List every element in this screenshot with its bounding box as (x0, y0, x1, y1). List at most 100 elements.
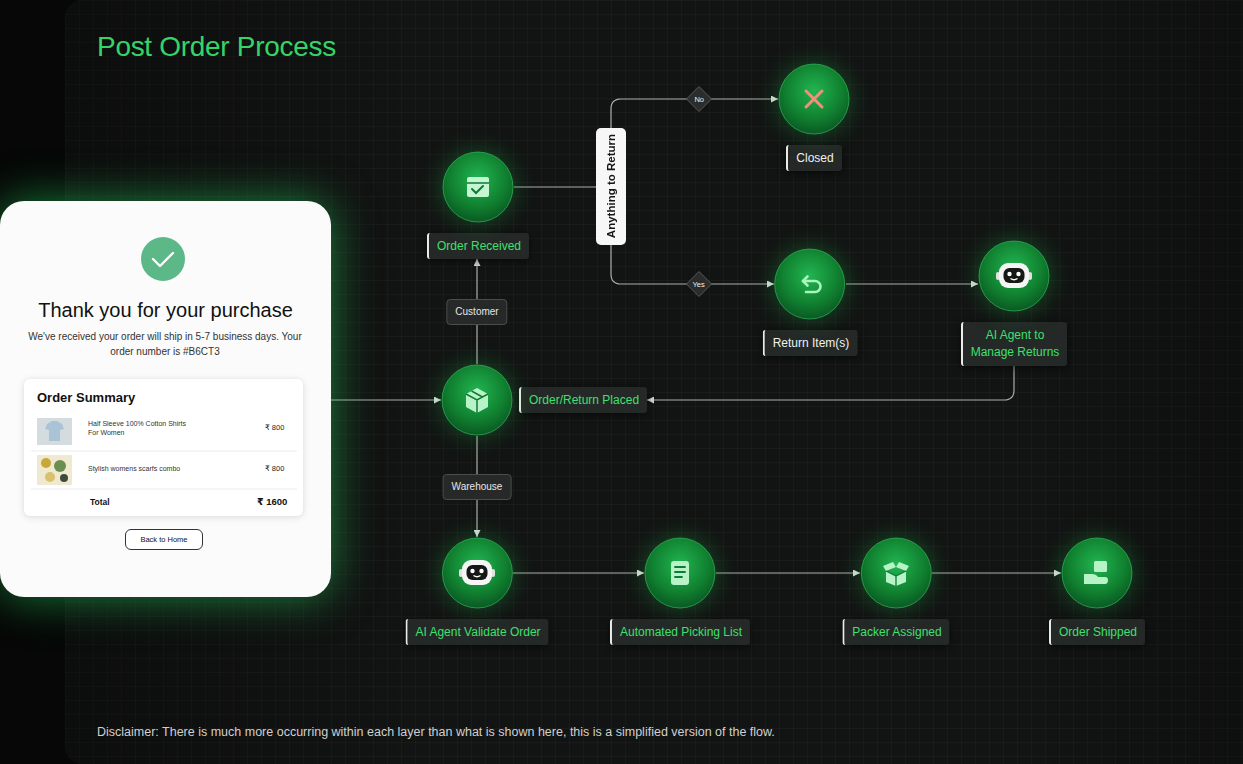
scarf-illustration (60, 474, 68, 482)
flow-connector (932, 572, 1061, 573)
robot-icon (479, 569, 483, 573)
list-icon (671, 561, 689, 585)
diamond-shape (687, 87, 712, 112)
robot-icon (1028, 272, 1032, 280)
circle-shape (1062, 538, 1132, 608)
node-label: Order Shipped (1049, 619, 1145, 645)
process-node: Packer Assigned (842, 537, 949, 645)
process-node: Order Received (427, 151, 529, 259)
robot-icon (470, 569, 474, 573)
node-label: Packer Assigned (842, 619, 949, 645)
node-label: AI Agent Validate Order (405, 619, 548, 645)
robot-icon (491, 569, 495, 577)
total-label: Total (90, 497, 110, 507)
confirmation-card: Thank you for your purchaseWe've receive… (0, 201, 331, 597)
back-button: Back to Home (125, 529, 203, 550)
circle-shape (442, 365, 512, 435)
circle-shape (441, 537, 513, 609)
circle-shape (645, 538, 715, 608)
end-node: Closed (778, 63, 850, 171)
node-label: Return Item(s) (763, 330, 858, 356)
edge-label: Customer (446, 299, 507, 325)
disclaimer-caption: Disclaimer: There is much more occurring… (97, 725, 775, 739)
robot-icon (996, 272, 1000, 280)
return-icon (803, 281, 821, 292)
delivery-icon (1084, 561, 1108, 584)
robot-icon (459, 569, 463, 577)
delivery-icon (1094, 561, 1107, 572)
circle-shape (979, 241, 1049, 311)
ai-agent-node: AI Agent Validate Order (405, 537, 548, 645)
circle-shape (774, 248, 846, 320)
decision-label: Anything to Return (605, 134, 617, 238)
open-box-icon (886, 571, 906, 586)
flow-connector (716, 572, 860, 573)
node-label: Order Received (427, 233, 529, 259)
robot-icon (1011, 279, 1018, 280)
product-thumbnail (37, 455, 72, 485)
row-divider (31, 489, 297, 490)
robot-icon (467, 565, 488, 580)
flow-connector (647, 366, 1014, 400)
robot-icon (1016, 272, 1020, 276)
scarf-illustration (45, 472, 55, 482)
robot-icon (462, 560, 492, 585)
robot-icon (1004, 268, 1025, 283)
box-icon (467, 182, 489, 184)
close-icon (806, 91, 822, 107)
circle-shape (861, 538, 931, 608)
node-label: Order/Return Placed (519, 387, 647, 413)
box-icon (467, 177, 489, 197)
robot-icon (1007, 272, 1011, 276)
circle-shape (778, 63, 850, 135)
edge-label: No (686, 86, 712, 112)
ai-agent-node: AI Agent to Manage Returns (961, 240, 1067, 366)
return-icon (803, 277, 808, 286)
cube-icon (466, 391, 488, 413)
card-message: We've received your order will ship in 5… (22, 329, 308, 359)
open-box-icon (883, 562, 909, 586)
circle-shape (1061, 537, 1133, 609)
node-label: Automated Picking List (610, 619, 750, 645)
robot-icon (474, 576, 481, 577)
circle-shape (775, 249, 845, 319)
card-heading: Thank you for your purchase (0, 298, 331, 322)
scarf-illustration (41, 458, 51, 468)
edge-label-diamond: Yes (686, 271, 712, 297)
process-node: Order/Return Placed (441, 364, 647, 436)
flow-connector (331, 399, 441, 400)
circle-shape (442, 151, 514, 223)
flow-connector (514, 186, 596, 187)
item-name: Stylish womens scarfs combo (88, 464, 198, 473)
decision-box: Anything to Return (596, 128, 626, 245)
product-thumbnail (37, 418, 72, 445)
open-box-icon (883, 562, 909, 571)
edge-label: Warehouse (443, 474, 512, 500)
process-node: Automated Picking List (610, 537, 750, 645)
circle-shape (644, 537, 716, 609)
circle-shape (860, 537, 932, 609)
scarf-illustration (54, 460, 66, 472)
list-icon (671, 561, 689, 585)
open-box-icon (886, 571, 906, 586)
node-label: AI Agent to Manage Returns (961, 322, 1067, 366)
diagram-title: Post Order Process (97, 31, 336, 63)
item-name: Half Sleeve 100% Cotton Shirts For Women (88, 419, 193, 437)
check-badge (141, 237, 185, 281)
shirt-illustration (45, 421, 64, 441)
robot-icon (459, 560, 495, 585)
circle-shape (978, 240, 1050, 312)
summary-heading: Order Summary (37, 390, 135, 405)
edge-label: Yes (686, 271, 712, 297)
edge-label-diamond: No (686, 86, 712, 112)
circle-shape (779, 64, 849, 134)
total-price: ₹ 1600 (257, 496, 287, 507)
cube-icon (466, 388, 488, 413)
item-price: ₹ 800 (265, 423, 284, 432)
process-node: Return Item(s) (763, 248, 858, 356)
circle-shape (442, 538, 512, 608)
button-label: Back to Home (140, 535, 187, 544)
circle-shape (443, 152, 513, 222)
item-price: ₹ 800 (265, 464, 284, 473)
list-icon (675, 567, 685, 577)
